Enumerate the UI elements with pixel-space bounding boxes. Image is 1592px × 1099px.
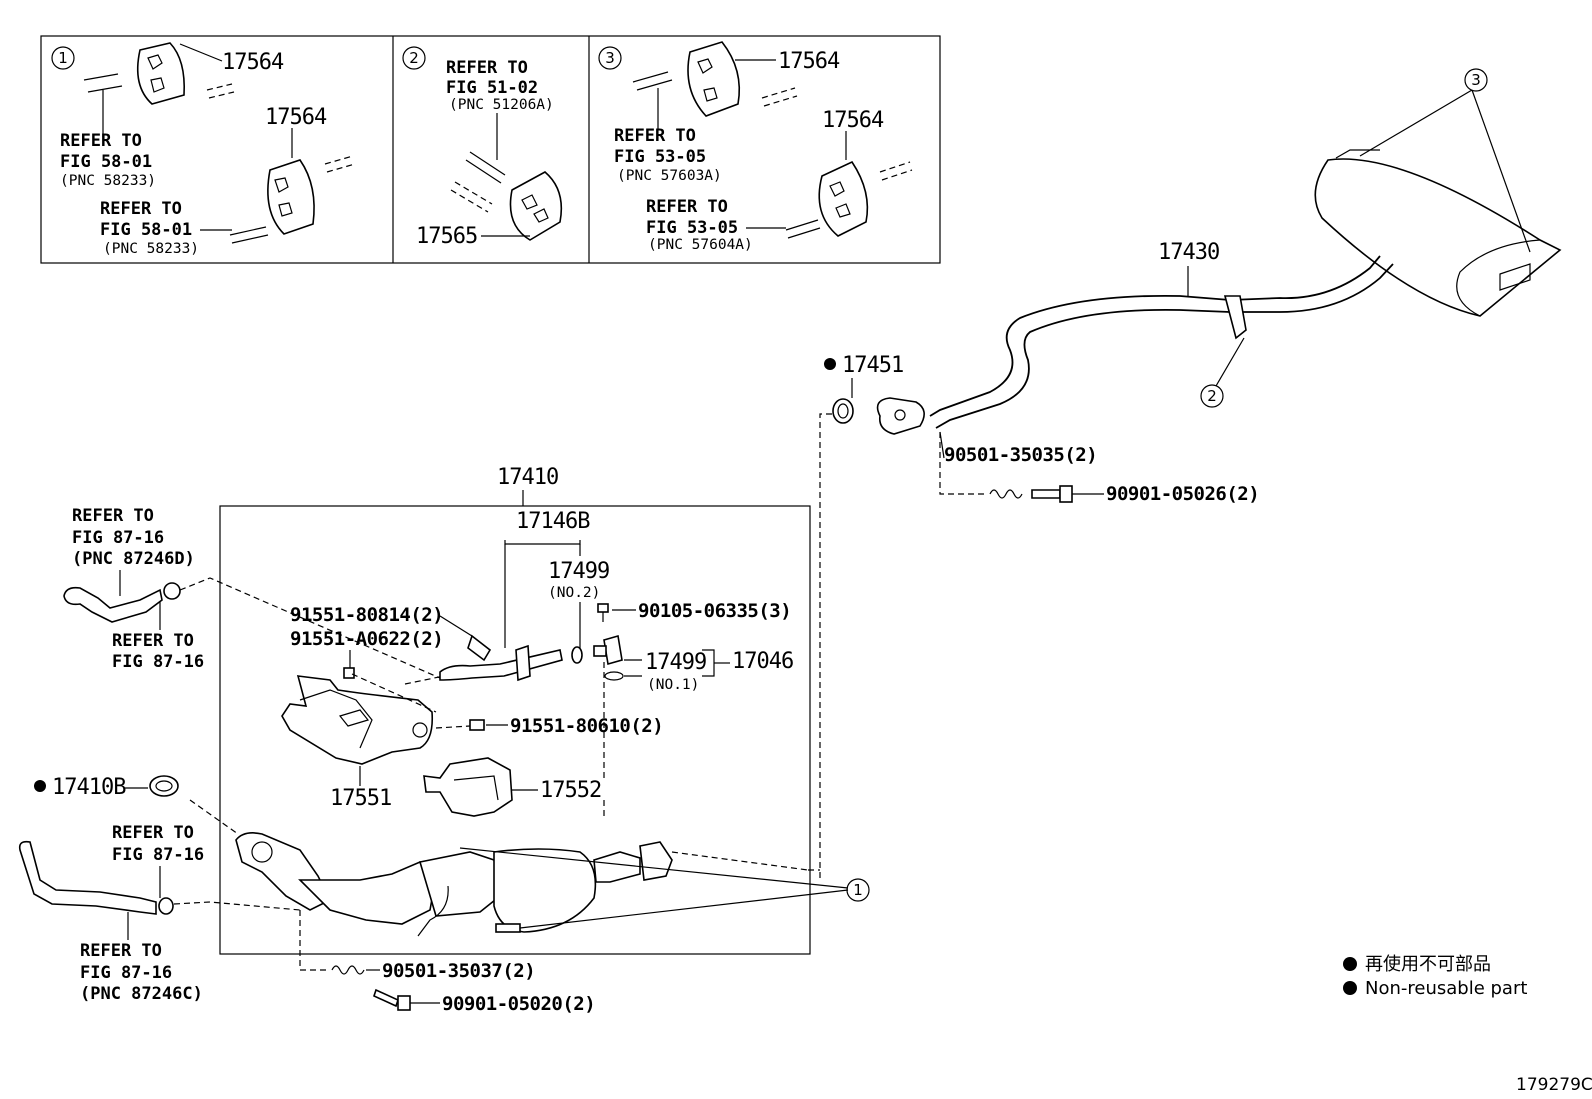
inset-3-ref-b-2: FIG 53-05 [646, 218, 738, 238]
inset-3: 3 17564 REFER TO FIG 53-05 (PNC 57603A) … [598, 41, 913, 253]
ref-87246d-3: (PNC 87246D) [72, 549, 195, 569]
spring-icon [331, 965, 365, 975]
inset-3-number: 3 [605, 49, 615, 67]
exhaust-temp-sensor [439, 634, 623, 682]
part-90501-35037-label: 90501-35037(2) [382, 960, 535, 982]
part-91551-80814-label: 91551-80814(2) [290, 604, 443, 626]
part-91551-a0622-label: 91551-A0622(2) [290, 628, 443, 650]
inset-panel [40, 35, 941, 264]
ref-87-16-a-1: REFER TO [112, 631, 194, 651]
part-17499-no2-label: 17499 [548, 559, 609, 584]
part-17046-label: 17046 [732, 649, 793, 674]
hanger-rubber-icon [267, 159, 315, 235]
part-17499-no2-sub: (NO.2) [548, 585, 600, 601]
front-pipe-converter [235, 832, 673, 937]
part-17410-label: 17410 [497, 465, 558, 490]
bolt-icon [1031, 485, 1073, 503]
part-91551-80610-label: 91551-80610(2) [510, 715, 663, 737]
inset-3-ref-a-2: FIG 53-05 [614, 147, 706, 167]
inset-1-ref-b-3: (PNC 58233) [103, 241, 199, 257]
inset-3-part-bottom: 17564 [822, 108, 884, 133]
tailpipe-muffler [832, 149, 1562, 435]
non-reusable-mark [34, 780, 46, 792]
part-17499-no1-sub: (NO.1) [647, 677, 699, 693]
part-90105-06335-label: 90105-06335(3) [638, 600, 791, 622]
leader [1215, 337, 1245, 387]
part-90501-35035-label: 90501-35035(2) [944, 444, 1097, 466]
ref-87-16-b-2: FIG 87-16 [112, 845, 204, 865]
diagram-code: 179279C [1516, 1075, 1592, 1095]
inset-2-ref-1: REFER TO [446, 58, 528, 78]
gasket-icon [149, 775, 179, 797]
inset-2: 2 REFER TO FIG 51-02 (PNC 51206A) 17565 [402, 46, 563, 249]
inset-1-ref-b-2: FIG 58-01 [100, 220, 192, 240]
heat-insulator-17552 [423, 757, 513, 817]
ref-87246c-1: REFER TO [80, 941, 162, 961]
leader [519, 889, 849, 929]
part-17499-no1-label: 17499 [645, 650, 706, 675]
part-17451-label: 17451 [842, 353, 903, 378]
inset-1: 1 17564 REFER TO FIG 58-01 (PNC 58233) 1… [51, 42, 356, 257]
ref-87-16-b-1: REFER TO [112, 823, 194, 843]
legend-line-1: 再使用不可部品 [1365, 954, 1491, 975]
part-17430-label: 17430 [1158, 240, 1219, 265]
ref-87246c-2: FIG 87-16 [80, 963, 172, 983]
bolt-icon [469, 719, 485, 731]
ref-87246c-3: (PNC 87246C) [80, 984, 203, 1004]
hose-icon [63, 582, 181, 623]
ref-87246d-1: REFER TO [72, 506, 154, 526]
inset-1-number: 1 [58, 49, 68, 67]
part-17410b-label: 17410B [52, 775, 126, 800]
inset-1-ref-a-2: FIG 58-01 [60, 152, 152, 172]
inset-2-ref-2: FIG 51-02 [446, 78, 538, 98]
part-17146b-label: 17146B [516, 509, 590, 534]
callout-2 [1200, 384, 1224, 408]
inset-3-ref-a-3: (PNC 57603A) [617, 168, 722, 184]
inset-3-ref-b-1: REFER TO [646, 197, 728, 217]
inset-3-part-top: 17564 [778, 49, 840, 74]
bolt-icon [373, 988, 411, 1011]
hanger-rubber-icon [136, 42, 223, 105]
inset-1-ref-a-3: (PNC 58233) [60, 173, 156, 189]
callout-3 [1464, 68, 1488, 92]
inset-3-ref-b-3: (PNC 57604A) [648, 237, 753, 253]
part-90901-05020-label: 90901-05020(2) [442, 993, 595, 1015]
inset-1-ref-a-1: REFER TO [60, 131, 142, 151]
leader [1359, 89, 1473, 157]
inset-2-ref-3: (PNC 51206A) [449, 97, 554, 113]
legend: 再使用不可部品 Non-reusable part [1343, 954, 1527, 999]
callout-3-label: 3 [1471, 71, 1481, 89]
part-17551-label: 17551 [330, 786, 391, 811]
callout-2-label: 2 [1207, 387, 1217, 405]
ref-87-16-a-2: FIG 87-16 [112, 652, 204, 672]
inset-1-part-bottom: 17564 [265, 105, 327, 130]
hanger-rubber-icon [509, 171, 563, 241]
non-reusable-mark [824, 358, 836, 370]
bolt-icon [597, 603, 609, 622]
inset-1-ref-b-1: REFER TO [100, 199, 182, 219]
heat-insulator-17551 [281, 675, 434, 765]
hose-icon [18, 840, 174, 915]
inset-1-part-top: 17564 [222, 50, 284, 75]
bolt-icon [343, 667, 355, 679]
inset-2-part: 17565 [416, 224, 477, 249]
part-17552-label: 17552 [540, 778, 601, 803]
assembly-box-17410 [219, 505, 811, 955]
callout-1 [846, 878, 870, 902]
callout-1-label: 1 [853, 881, 863, 899]
hanger-rubber-icon [818, 160, 869, 237]
part-90901-05026-label: 90901-05026(2) [1106, 483, 1259, 505]
legend-line-2: Non-reusable part [1365, 978, 1527, 999]
inset-3-ref-a-1: REFER TO [614, 126, 696, 146]
leader [459, 847, 849, 889]
ref-87246d-2: FIG 87-16 [72, 528, 164, 548]
spring-icon [989, 489, 1023, 499]
leader [1471, 89, 1531, 253]
hanger-rubber-icon [687, 41, 776, 117]
inset-2-number: 2 [409, 49, 419, 67]
